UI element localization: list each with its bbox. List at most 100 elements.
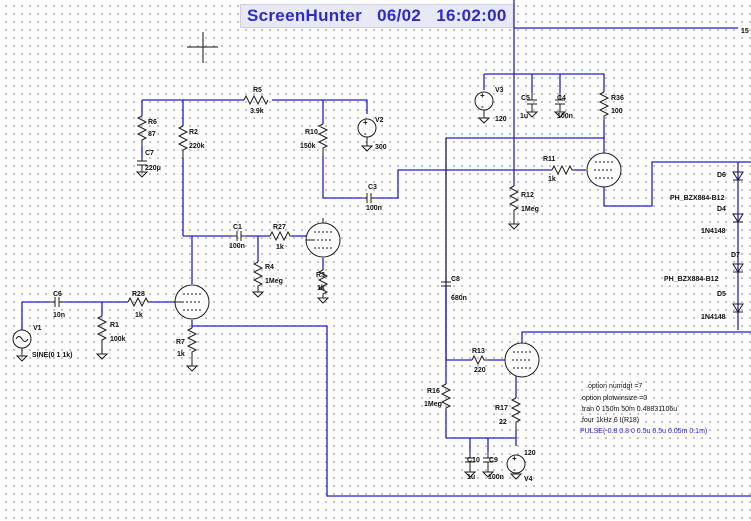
label-R3-ref: R3 <box>316 272 325 279</box>
directive-line-1: .option numdgt =7 <box>586 383 642 390</box>
capacitor-C7 <box>137 158 147 172</box>
ground-symbols <box>15 111 567 480</box>
capacitor-C6 <box>50 297 64 307</box>
label-R2-value: 220k <box>189 143 205 150</box>
label-V2-ref: V2 <box>375 117 384 124</box>
label-D5-ref: D5 <box>717 291 726 298</box>
triode-tube-4 <box>504 342 540 378</box>
label-R12-ref: R12 <box>521 192 534 199</box>
label-D7-ref: D7 <box>731 252 740 259</box>
wires <box>21 0 751 497</box>
diode-D7 <box>732 263 744 273</box>
label-D6-value: PH_BZX884-B12 <box>670 195 725 202</box>
voltage-source-V4: + - <box>506 454 526 474</box>
label-C6-value: 10n <box>53 312 65 319</box>
label-R3-value: 1k <box>317 285 325 292</box>
label-R7-ref: R7 <box>176 339 185 346</box>
label-R16-value: 1Meg <box>424 401 442 408</box>
diode-D5 <box>732 303 744 313</box>
banner-app-name: ScreenHunter <box>247 6 363 25</box>
voltage-source-V2: + - <box>357 118 377 146</box>
label-V1-value: SINE(0 1 1k) <box>32 352 72 359</box>
triode-tube-2 <box>305 218 341 258</box>
label-C1-ref: C1 <box>233 224 242 231</box>
label-V3-value: 120 <box>495 116 507 123</box>
label-C8-value: 680n <box>451 295 467 302</box>
label-C7-value: 220μ <box>145 165 161 172</box>
capacitors <box>50 92 565 472</box>
resistor-R2 <box>177 125 189 158</box>
resistor-R16 <box>440 383 452 410</box>
label-C6-ref: C6 <box>53 291 62 298</box>
diodes <box>732 171 744 313</box>
label-R36-ref: R36 <box>611 95 624 102</box>
crosshair-cursor-icon <box>187 32 218 63</box>
resistor-R10 <box>317 123 329 156</box>
label-R7-value: 1k <box>177 351 185 358</box>
label-R16-ref: R16 <box>427 388 440 395</box>
resistor-R28 <box>127 296 150 308</box>
label-R27-value: 1k <box>276 244 284 251</box>
label-R13-ref: R13 <box>472 348 485 355</box>
label-R2-ref: R2 <box>189 129 198 136</box>
resistor-R13 <box>471 354 488 366</box>
label-C10-value: 1u <box>467 474 475 481</box>
directive-line-3: .tran 0 150m 50m 0.488311​06u <box>580 406 677 413</box>
screenhunter-timestamp-banner: ScreenHunter 06/02 16:02:00 <box>240 4 514 28</box>
label-C3-value: 100n <box>366 205 382 212</box>
label-D4-ref: D4 <box>717 206 726 213</box>
resistor-R4 <box>252 261 264 292</box>
resistor-R27 <box>269 230 292 242</box>
capacitor-C9 <box>483 452 493 472</box>
svg-text:-: - <box>481 102 484 111</box>
resistor-R36 <box>598 91 610 120</box>
label-R28-value: 1k <box>135 312 143 319</box>
label-C3-ref: C3 <box>368 184 377 191</box>
vacuum-tubes <box>172 152 622 378</box>
capacitor-C8 <box>441 138 451 288</box>
component-labels: R5 3.9k R6 87 C7 220μ R2 220k R10 150k V… <box>32 28 749 483</box>
label-C5-value: 1u <box>520 113 528 120</box>
label-R11-value: 1k <box>548 176 556 183</box>
banner-time: 16:02:00 <box>436 6 507 25</box>
resistor-R12 <box>508 185 520 224</box>
svg-text:-: - <box>513 465 516 474</box>
triode-tube-1 <box>172 284 210 320</box>
capacitor-C5 <box>527 92 537 112</box>
label-R36-value: 100 <box>611 108 623 115</box>
triode-tube-3 <box>586 152 622 188</box>
label-V4-ref: V4 <box>524 476 533 483</box>
spice-directives[interactable]: .option numdgt =7 .option plotwinsize =0… <box>580 383 707 435</box>
directive-line-2: .option plotwinsize =0 <box>580 395 647 402</box>
banner-date: 06/02 <box>377 6 422 25</box>
pulse-source-text: PULSE(-0.8 0.8 0 0.5u 0.5u 0.05m 0.1m) <box>580 428 707 435</box>
label-R4-ref: R4 <box>265 264 274 271</box>
label-C9-ref: C9 <box>489 457 498 464</box>
label-R28-ref: R28 <box>132 291 145 298</box>
label-R4-value: 1Meg <box>265 278 283 285</box>
diode-D6 <box>732 171 744 181</box>
label-R12-value: 1Meg <box>521 206 539 213</box>
label-C9-value: 100n <box>488 474 504 481</box>
resistor-R11 <box>551 164 574 176</box>
label-V4-value: 120 <box>524 450 536 457</box>
label-V1-ref: V1 <box>33 325 42 332</box>
label-R6-ref: R6 <box>148 119 157 126</box>
label-R6-value: 87 <box>148 131 156 138</box>
resistor-R6 <box>136 115 148 146</box>
voltage-source-V3: + - <box>474 91 494 118</box>
capacitor-C1 <box>232 231 246 241</box>
resistor-R17 <box>510 397 522 430</box>
label-C10-ref: C10 <box>467 457 480 464</box>
capacitor-C3 <box>362 193 376 203</box>
label-D6-ref: D6 <box>717 172 726 179</box>
label-R11-ref: R11 <box>543 156 556 163</box>
resistor-R7 <box>186 327 198 366</box>
label-R5-value: 3.9k <box>250 108 264 115</box>
label-D5-value: 1N4148 <box>701 314 726 321</box>
label-C4-value: 100n <box>557 113 573 120</box>
label-C4-ref: C4 <box>557 95 566 102</box>
svg-text:+: + <box>512 454 517 463</box>
